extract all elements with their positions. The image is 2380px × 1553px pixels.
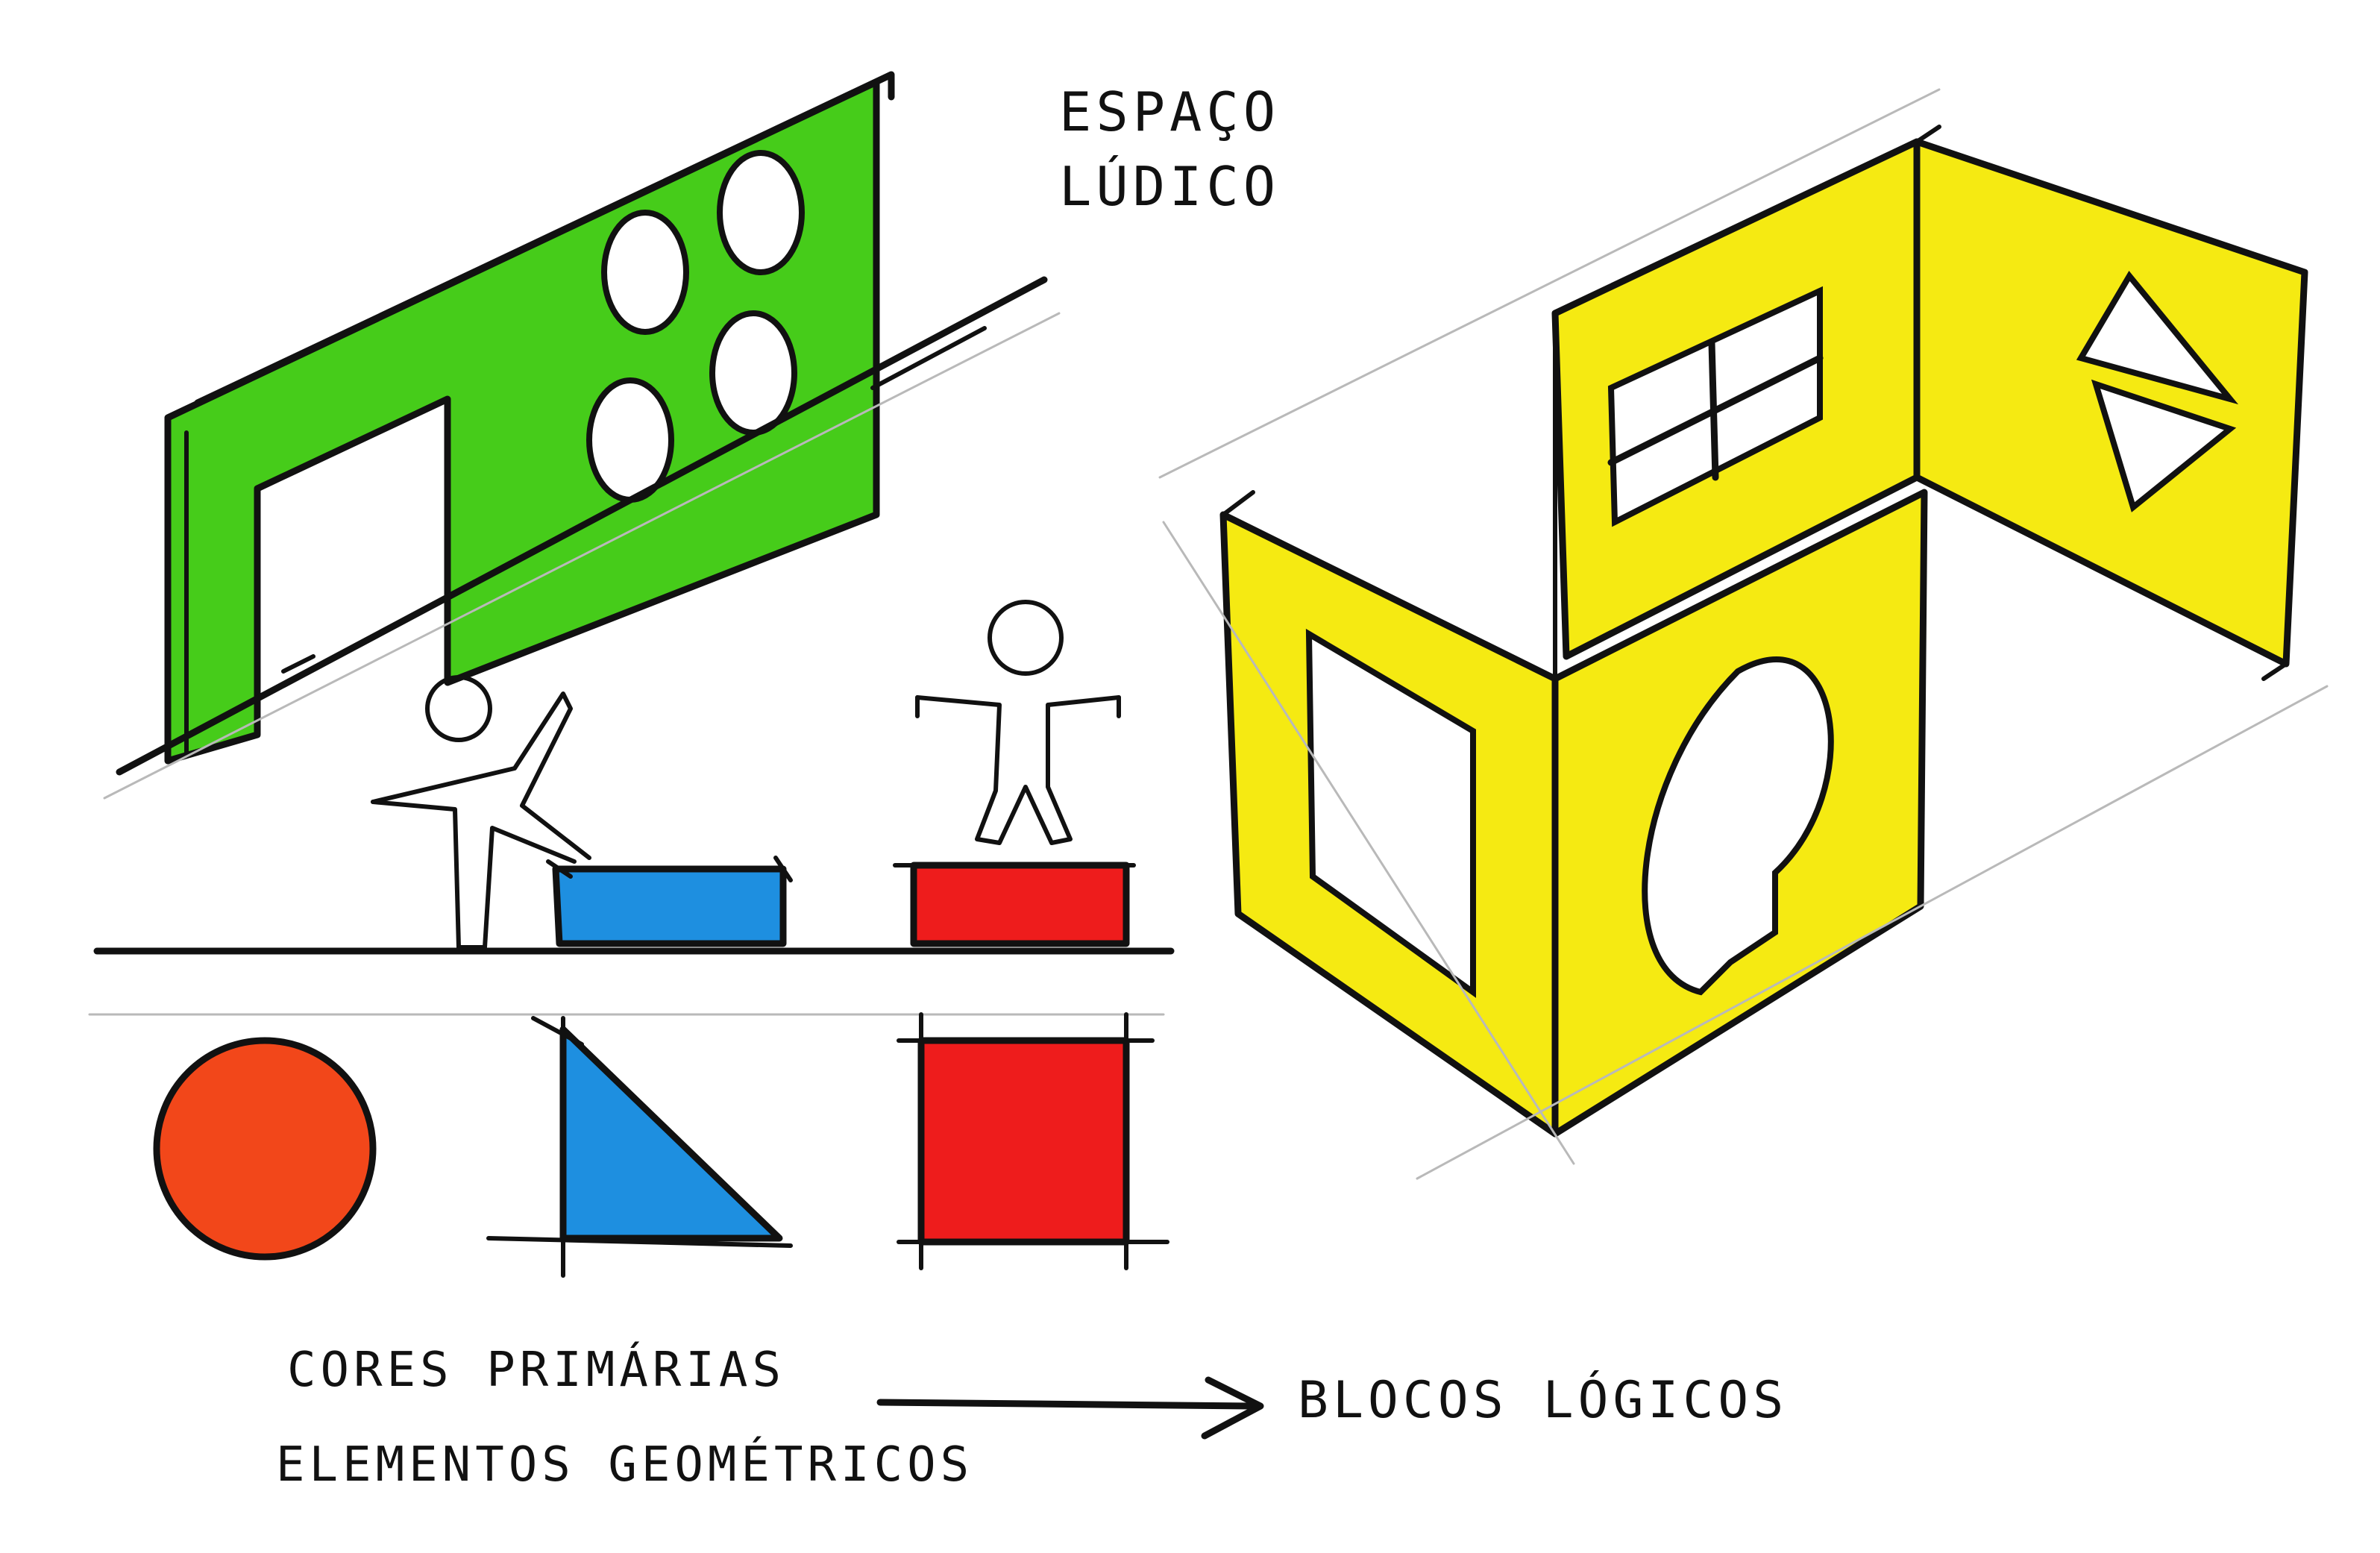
- ground-line: [88, 947, 1175, 1016]
- green-wall-hole-1: [601, 210, 689, 335]
- title-line-2: LÚDICO: [1059, 155, 1280, 218]
- yellow-logic-blocks: [1158, 88, 2329, 1180]
- orange-circle-shape: [153, 1037, 377, 1261]
- red-square-shape: [897, 1012, 1169, 1270]
- caption-cores-primarias: CORES PRIMÁRIAS: [287, 1341, 785, 1398]
- green-wall-face: [168, 82, 876, 761]
- arrow-right-icon: [876, 1376, 1264, 1440]
- caption-elementos-geometricos: ELEMENTOS GEOMÉTRICOS: [276, 1436, 973, 1493]
- title-line-1: ESPAÇO: [1059, 81, 1280, 143]
- red-block: [893, 862, 1136, 947]
- green-play-wall: [103, 71, 1061, 800]
- green-wall-hole-2: [717, 150, 805, 275]
- blue-block: [546, 856, 793, 947]
- caption-blocos-logicos: BLOCOS LÓGICOS: [1298, 1370, 1788, 1430]
- sitting-person-icon: [371, 675, 591, 950]
- blue-triangle-shape: [486, 1016, 793, 1278]
- standing-person-icon: [915, 600, 1121, 845]
- green-wall-hole-4: [709, 310, 797, 436]
